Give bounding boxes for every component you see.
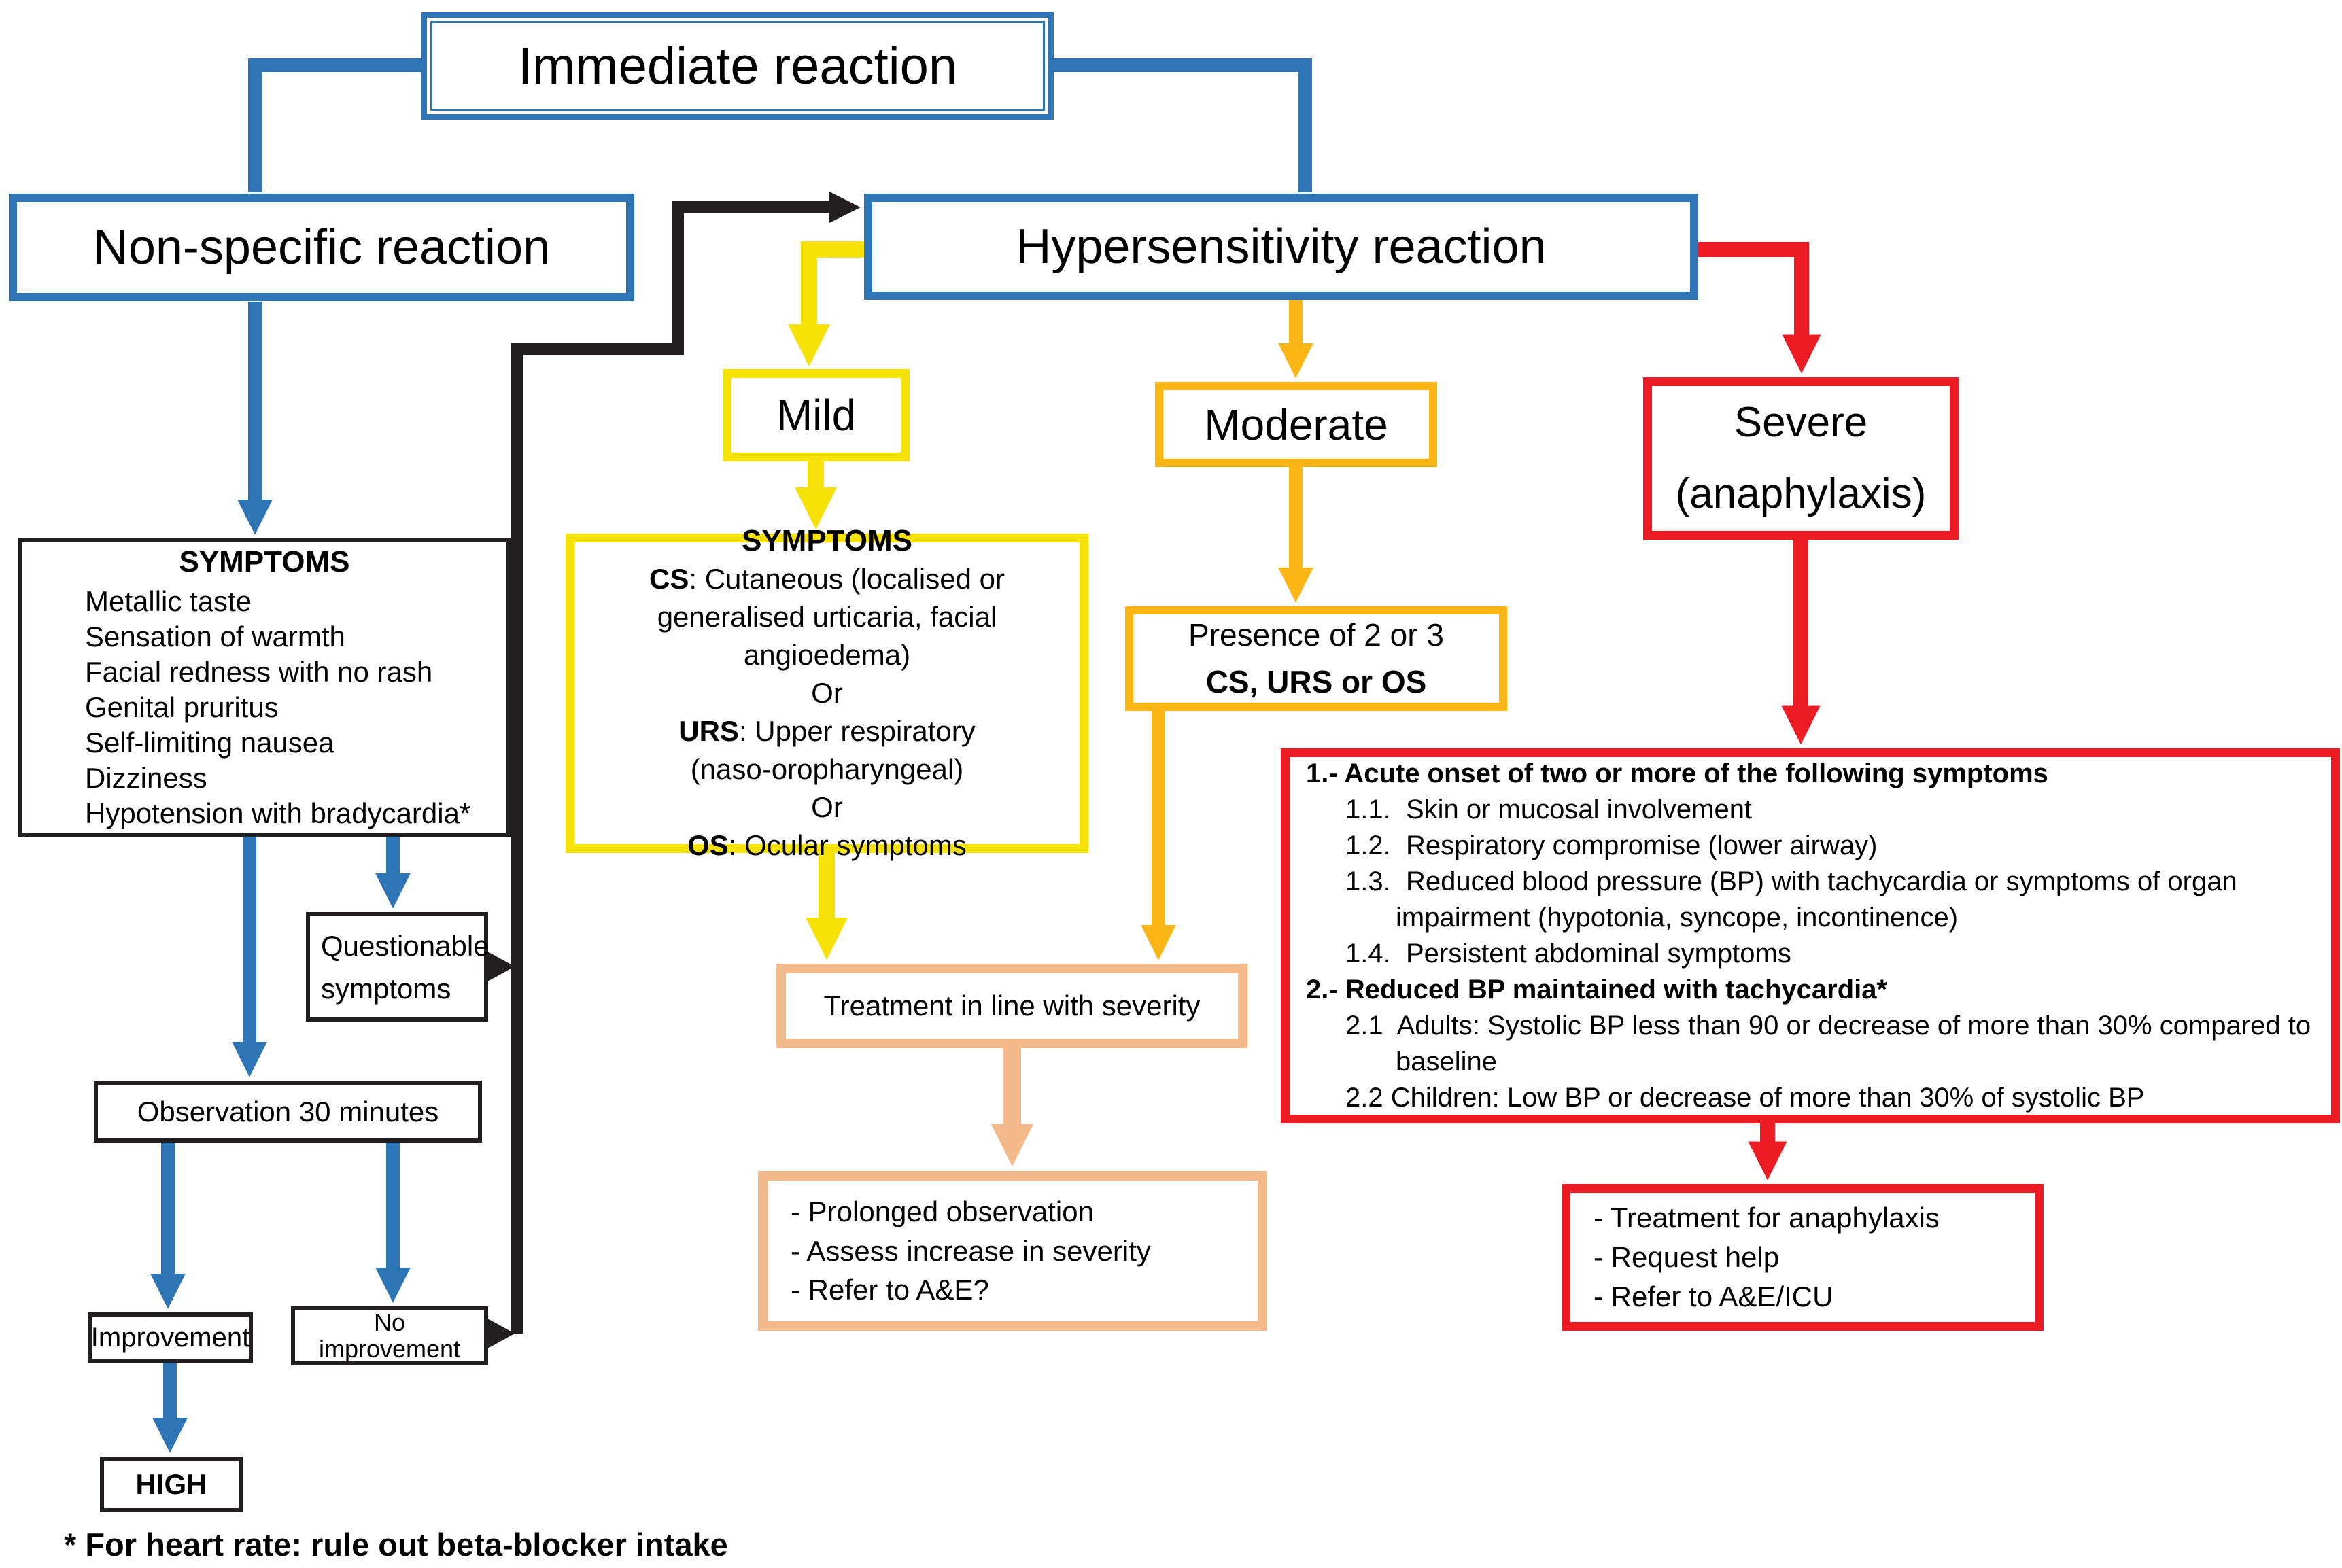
mild-symptom-line: Or bbox=[811, 677, 843, 709]
symptom-item: Genital pruritus bbox=[85, 691, 279, 723]
node-moderate: Moderate bbox=[1155, 382, 1437, 467]
footnote: * For heart rate: rule out beta-blocker … bbox=[64, 1527, 728, 1563]
mild-symptoms-title: SYMPTOMS bbox=[741, 524, 912, 557]
mild-symptom-line: CS: Cutaneous (localised or bbox=[649, 563, 1005, 595]
node-high: HIGH bbox=[100, 1457, 243, 1512]
criteria-line: 1.4. Persistent abdominal symptoms bbox=[1345, 939, 1791, 969]
treatment-severity-label: Treatment in line with severity bbox=[823, 990, 1201, 1022]
prolonged-item: - Prolonged observation bbox=[791, 1195, 1094, 1227]
criteria-line: 1.1. Skin or mucosal involvement bbox=[1345, 795, 1753, 824]
moderate-label: Moderate bbox=[1204, 400, 1388, 449]
symptom-item: Self-limiting nausea bbox=[85, 726, 334, 759]
criteria-line: 1.2. Respiratory compromise (lower airwa… bbox=[1345, 831, 1878, 860]
criteria-line: baseline bbox=[1396, 1047, 1498, 1077]
node-no-improvement: No improvement bbox=[291, 1306, 488, 1365]
severe-label-line1: Severe bbox=[1734, 399, 1868, 447]
symptom-item: Hypotension with bradycardia* bbox=[85, 797, 471, 829]
node-mild-symptoms: SYMPTOMS CS: Cutaneous (localised or gen… bbox=[566, 524, 1088, 861]
arrow-hypersensitivity-to-mild bbox=[787, 241, 867, 367]
node-immediate-reaction: Immediate reaction bbox=[421, 12, 1054, 120]
presence-line1: Presence of 2 or 3 bbox=[1188, 617, 1444, 652]
mild-symptom-line: Or bbox=[811, 791, 843, 823]
node-anaphylaxis-treatment: - Treatment for anaphylaxis - Request he… bbox=[1562, 1184, 2044, 1331]
non-specific-label: Non-specific reaction bbox=[92, 220, 551, 275]
node-treatment-in-line-with-severity: Treatment in line with severity bbox=[776, 964, 1247, 1048]
prolonged-item: - Refer to A&E? bbox=[791, 1274, 989, 1306]
symptom-item: Sensation of warmth bbox=[85, 620, 345, 652]
high-label: HIGH bbox=[135, 1468, 207, 1500]
symptom-item: Metallic taste bbox=[85, 585, 252, 617]
criteria-line: 2.- Reduced BP maintained with tachycard… bbox=[1306, 975, 1888, 1005]
mild-symptom-line: (naso-oropharyngeal) bbox=[690, 753, 964, 785]
node-observation-30-minutes: Observation 30 minutes bbox=[94, 1081, 482, 1143]
symptom-item: Dizziness bbox=[85, 761, 207, 794]
anaphylaxis-item: - Refer to A&E/ICU bbox=[1594, 1280, 1833, 1312]
anaphylaxis-item: - Treatment for anaphylaxis bbox=[1594, 1202, 1940, 1234]
node-questionable-symptoms: Questionable symptoms bbox=[306, 912, 489, 1022]
arrow-immediate-to-hypersensitivity bbox=[1054, 58, 1312, 192]
criteria-line: 2.1 Adults: Systolic BP less than 90 or … bbox=[1345, 1011, 2311, 1041]
questionable-line1: Questionable bbox=[321, 929, 489, 962]
mild-label: Mild bbox=[776, 391, 857, 440]
questionable-line2: symptoms bbox=[321, 972, 451, 1005]
arrowhead-no-improvement-to-loop bbox=[484, 1317, 515, 1351]
non-specific-symptoms-title: SYMPTOMS bbox=[179, 544, 350, 578]
no-improvement-line1: No bbox=[373, 1308, 406, 1336]
mild-symptom-line: OS: Ocular symptoms bbox=[687, 829, 967, 861]
observation-label: Observation 30 minutes bbox=[137, 1095, 439, 1128]
arrow-immediate-to-nonspecific bbox=[248, 58, 421, 192]
severe-label-line2: (anaphylaxis) bbox=[1675, 470, 1927, 517]
criteria-line: 1.3. Reduced blood pressure (BP) with ta… bbox=[1345, 867, 2237, 896]
node-hypersensitivity-reaction: Hypersensitivity reaction bbox=[864, 194, 1698, 300]
arrow-hypersensitivity-to-severe bbox=[1697, 242, 1821, 374]
node-prolonged-observation: - Prolonged observation - Assess increas… bbox=[758, 1171, 1267, 1331]
improvement-label: Improvement bbox=[90, 1322, 250, 1353]
node-severe-criteria: 1.- Acute onset of two or more of the fo… bbox=[1281, 748, 2340, 1123]
immediate-reaction-label: Immediate reaction bbox=[517, 37, 958, 95]
mild-symptom-line: generalised urticaria, facial angioedema… bbox=[657, 601, 997, 671]
node-non-specific-symptoms: SYMPTOMS Metallic taste Sensation of war… bbox=[18, 538, 511, 837]
symptom-item: Facial redness with no rash bbox=[85, 655, 433, 688]
no-improvement-line2: improvement bbox=[318, 1334, 461, 1363]
criteria-line: impairment (hypotonia, syncope, incontin… bbox=[1396, 903, 1959, 933]
node-presence-criteria: Presence of 2 or 3 CS, URS or OS bbox=[1125, 606, 1507, 711]
criteria-line: 1.- Acute onset of two or more of the fo… bbox=[1306, 759, 2048, 788]
node-non-specific-reaction: Non-specific reaction bbox=[9, 194, 634, 301]
node-improvement: Improvement bbox=[88, 1312, 253, 1363]
criteria-line: 2.2 Children: Low BP or decrease of more… bbox=[1345, 1083, 2145, 1113]
prolonged-item: - Assess increase in severity bbox=[791, 1234, 1151, 1267]
hypersensitivity-label: Hypersensitivity reaction bbox=[1016, 220, 1547, 274]
node-mild: Mild bbox=[723, 369, 910, 461]
anaphylaxis-item: - Request help bbox=[1594, 1241, 1780, 1274]
node-severe: Severe (anaphylaxis) bbox=[1643, 377, 1959, 540]
presence-line2: CS, URS or OS bbox=[1205, 664, 1427, 699]
mild-symptom-line: URS: Upper respiratory bbox=[678, 715, 976, 747]
